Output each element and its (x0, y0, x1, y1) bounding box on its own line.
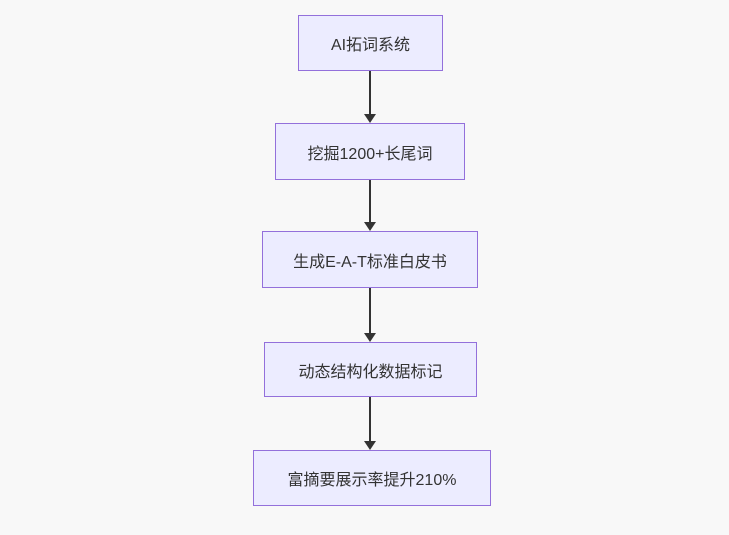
arrow-line (369, 180, 371, 222)
flow-node-label: 动态结构化数据标记 (298, 363, 443, 381)
flow-node-rich-snippet-result: 富摘要展示率提升210% (253, 450, 491, 506)
flow-node-label: 挖掘1200+长尾词 (307, 145, 433, 163)
flow-arrow-3 (364, 288, 376, 342)
arrow-line (369, 71, 371, 114)
flow-node-structured-data: 动态结构化数据标记 (264, 342, 477, 397)
arrow-line (369, 288, 371, 333)
arrowhead-down-icon (364, 222, 376, 231)
flow-arrow-1 (364, 71, 376, 123)
flow-node-label: 生成E-A-T标准白皮书 (293, 253, 447, 271)
flow-arrow-2 (364, 180, 376, 231)
flow-node-label: 富摘要展示率提升210% (287, 472, 457, 489)
arrowhead-down-icon (364, 441, 376, 450)
arrowhead-down-icon (364, 333, 376, 342)
flow-node-ai-word-system: AI拓词系统 (298, 15, 443, 71)
flow-node-label: AI拓词系统 (330, 37, 411, 54)
flow-node-eat-whitepaper: 生成E-A-T标准白皮书 (262, 231, 478, 288)
arrow-line (369, 397, 371, 441)
flow-arrow-4 (364, 397, 376, 450)
arrowhead-down-icon (364, 114, 376, 123)
flow-node-longtail-mining: 挖掘1200+长尾词 (275, 123, 465, 180)
